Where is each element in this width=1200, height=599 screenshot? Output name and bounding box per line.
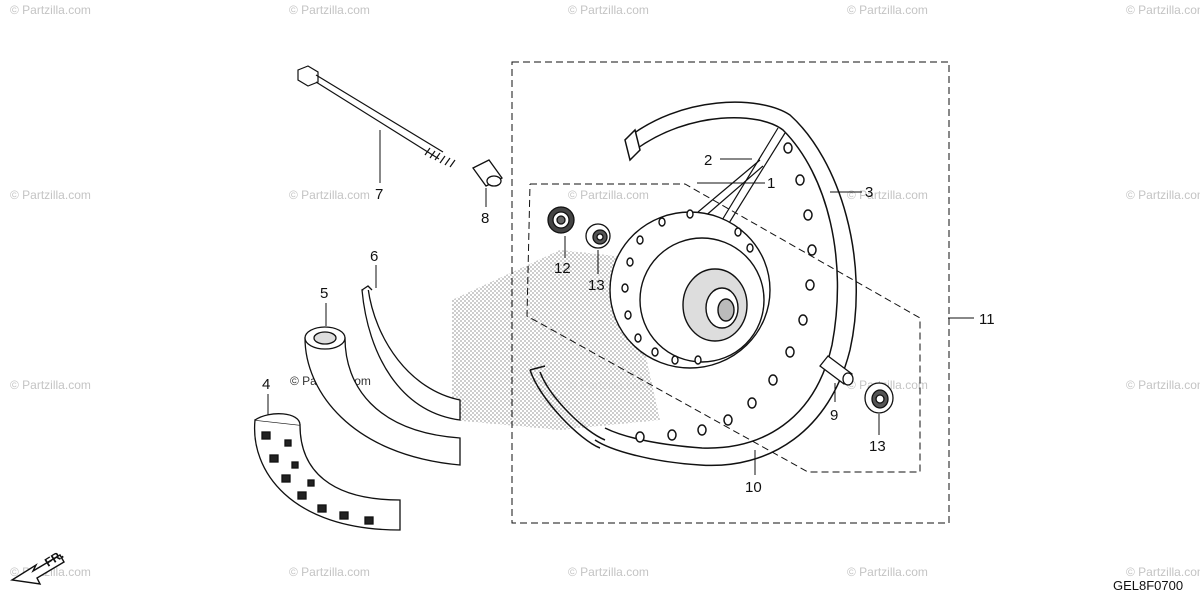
callouts: 1 2 3 4 5 6 7 8 9 10 11 12 13 13 <box>262 152 995 496</box>
bearing-13-upper-icon <box>585 223 611 249</box>
callout-2: 2 <box>704 152 712 169</box>
watermark-text: © Partzilla.com <box>10 3 91 17</box>
watermark-text: © Partzilla.com <box>289 188 370 202</box>
watermark-text: © Partzilla.com <box>1126 3 1200 17</box>
bearing-12-icon <box>547 206 575 234</box>
watermark-text: © Partzilla.com <box>289 3 370 17</box>
watermark-text: © Partzilla.com <box>568 188 649 202</box>
rim-icon <box>529 101 857 467</box>
hub-assembly-outline <box>526 183 921 473</box>
collar-icon <box>472 159 503 187</box>
callout-10: 10 <box>745 479 762 496</box>
callout-1: 1 <box>767 175 775 192</box>
leader-lines <box>267 130 974 475</box>
callout-6: 6 <box>370 248 378 265</box>
distance-collar-icon <box>819 355 854 386</box>
watermark-text: © Partzilla.com <box>847 3 928 17</box>
front-direction-arrow-icon: FR. <box>10 547 66 585</box>
callout-3: 3 <box>865 184 873 201</box>
watermark-text: © Partzilla.com <box>847 378 928 392</box>
callout-13-upper: 13 <box>588 277 605 294</box>
callout-9: 9 <box>830 407 838 424</box>
watermark-text: © Partzilla.com <box>289 565 370 579</box>
watermark-text: © Partzilla.com <box>568 3 649 17</box>
tire-icon <box>253 413 401 531</box>
tube-icon <box>304 326 461 466</box>
watermark-text: © Partzilla.com <box>10 378 91 392</box>
watermark-text: © Partzilla.com <box>847 565 928 579</box>
assembly-outline <box>511 61 950 524</box>
watermark-text: © Partzilla.com <box>1126 188 1200 202</box>
watermark-text: © Partzilla.com <box>568 565 649 579</box>
hub-icon <box>609 209 771 369</box>
callout-13-lower: 13 <box>869 438 886 455</box>
watermark-text: © Partzilla.com <box>847 188 928 202</box>
rim-band-icon <box>361 285 461 421</box>
callout-12: 12 <box>554 260 571 277</box>
callout-7: 7 <box>375 186 383 203</box>
callout-4: 4 <box>262 376 270 393</box>
watermark-text: © Partzilla.com <box>10 188 91 202</box>
bearing-13-lower-icon <box>864 382 894 414</box>
callout-8: 8 <box>481 210 489 227</box>
axle-bolt-icon <box>297 65 456 168</box>
watermark-text: © Partzilla.com <box>1126 378 1200 392</box>
callout-5: 5 <box>320 285 328 302</box>
diagram-code: GEL8F0700 <box>1113 578 1183 593</box>
watermark-text: © Partzilla.com <box>1126 565 1200 579</box>
callout-11: 11 <box>979 311 995 328</box>
